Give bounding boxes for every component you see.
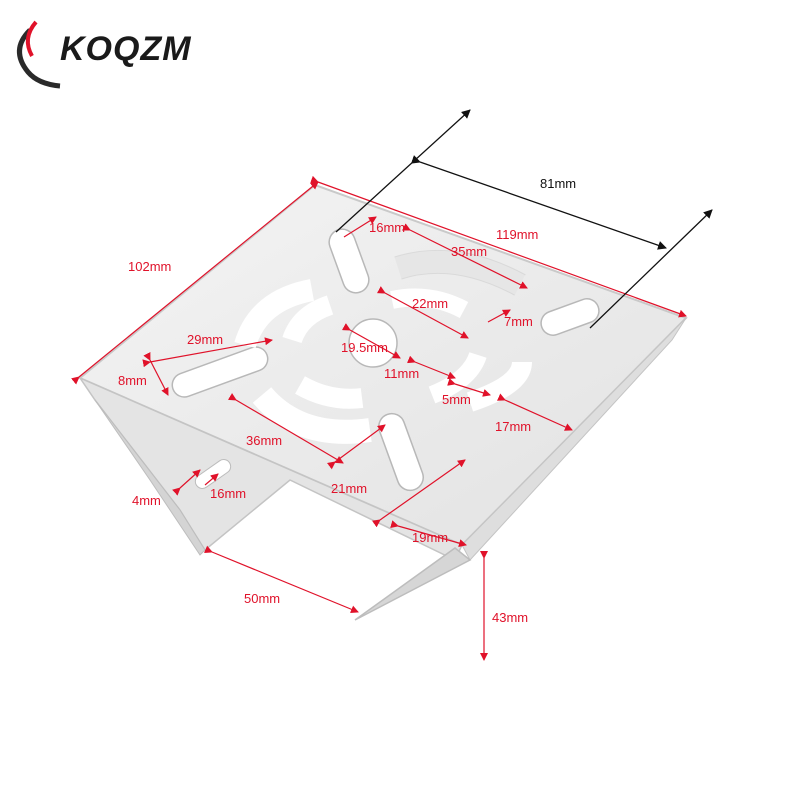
dimension-81-lines bbox=[335, 109, 713, 329]
dim-label-19: 19mm bbox=[412, 530, 449, 545]
dim-label-8: 8mm bbox=[118, 373, 147, 388]
dim-label-81: 81mm bbox=[540, 176, 577, 191]
dim-label-119: 119mm bbox=[496, 227, 539, 242]
dim-label-50: 50mm bbox=[244, 591, 281, 606]
dim-label-36: 36mm bbox=[246, 433, 283, 448]
brand-logo: KOQZM bbox=[60, 30, 192, 68]
dim-label-7: 7mm bbox=[504, 314, 533, 329]
dim-label-21: 21mm bbox=[331, 481, 368, 496]
dim-label-22: 22mm bbox=[412, 296, 449, 311]
logo-mark bbox=[17, 20, 61, 89]
dim-label-16a: 16mm bbox=[369, 220, 406, 235]
dim-label-4: 4mm bbox=[132, 493, 161, 508]
dim-label-19-5: 19.5mm bbox=[341, 340, 388, 355]
dim-label-43: 43mm bbox=[492, 610, 529, 625]
dim-label-35: 35mm bbox=[451, 244, 488, 259]
dim-label-5: 5mm bbox=[442, 392, 471, 407]
dim-label-11: 11mm bbox=[384, 366, 420, 381]
bracket bbox=[77, 183, 688, 621]
dim-label-16b: 16mm bbox=[210, 486, 247, 501]
dim-label-17: 17mm bbox=[495, 419, 532, 434]
dim-label-102: 102mm bbox=[128, 259, 172, 274]
dim-label-29: 29mm bbox=[187, 332, 224, 347]
